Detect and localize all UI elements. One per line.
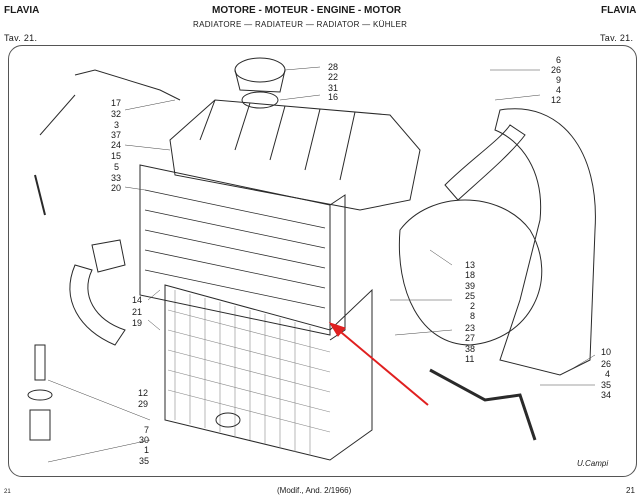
callout-20: 20 — [111, 183, 122, 193]
callout-4-top: 4 — [556, 85, 562, 95]
callout-35-left: 35 — [139, 456, 150, 466]
callout-38: 38 — [465, 344, 476, 354]
filler-cap — [234, 57, 286, 83]
callout-15: 15 — [111, 151, 122, 161]
callout-35-right: 35 — [601, 380, 612, 390]
callout-31: 31 — [328, 83, 339, 93]
radiator-core — [164, 284, 373, 461]
drain-linkage — [74, 69, 181, 101]
callout-16: 16 — [328, 92, 339, 102]
table-number-right: Tav. 21. — [600, 33, 634, 43]
callout-10: 10 — [601, 347, 612, 357]
fan — [398, 199, 543, 346]
callout-1: 1 — [144, 445, 150, 455]
brand-left: FLAVIA — [4, 5, 40, 16]
front-grille — [139, 164, 331, 336]
callout-11: 11 — [465, 354, 475, 364]
drawing-frame — [8, 45, 637, 477]
callout-30: 30 — [139, 435, 150, 445]
signature: U.Campi — [577, 459, 609, 468]
mount-bracket — [34, 344, 46, 381]
callout-4-bottom: 4 — [605, 369, 611, 379]
callout-32: 32 — [111, 109, 122, 119]
callout-12-left: 12 — [138, 388, 149, 398]
callout-13: 13 — [465, 260, 476, 270]
callout-28: 28 — [328, 62, 339, 72]
upper-hose — [444, 124, 526, 201]
callout-2: 2 — [470, 301, 476, 311]
callout-37: 37 — [111, 130, 122, 140]
lower-hose — [69, 264, 126, 346]
callout-6: 6 — [556, 55, 562, 65]
callout-8: 8 — [470, 311, 476, 321]
callout-7: 7 — [144, 425, 150, 435]
callout-12-right: 12 — [551, 95, 562, 105]
callout-5: 5 — [114, 162, 120, 172]
callout-21: 21 — [132, 307, 143, 317]
corner-number: 21 — [4, 489, 11, 495]
overflow-pipe — [429, 368, 537, 441]
callout-33: 33 — [111, 173, 122, 183]
page-number: 21 — [626, 486, 635, 495]
callout-26-bottom: 26 — [601, 359, 612, 369]
top-tank — [169, 99, 421, 211]
callout-24: 24 — [111, 140, 122, 150]
page-title: MOTORE - MOTEUR - ENGINE - MOTOR — [212, 5, 402, 16]
callout-18: 18 — [465, 270, 476, 280]
red-arrow — [335, 327, 429, 406]
callout-27: 27 — [465, 333, 476, 343]
callout-23: 23 — [465, 323, 476, 333]
callout-14: 14 — [132, 295, 143, 305]
callout-26-top: 26 — [551, 65, 562, 75]
callout-17: 17 — [111, 98, 122, 108]
callout-25: 25 — [465, 291, 476, 301]
modification-note: (Modif., And. 2/1966) — [277, 486, 352, 495]
callout-22: 22 — [328, 72, 339, 82]
callout-29: 29 — [138, 399, 149, 409]
callout-34: 34 — [601, 390, 612, 400]
callout-9: 9 — [556, 75, 562, 85]
fan-shroud — [494, 108, 596, 376]
callout-3: 3 — [114, 120, 120, 130]
callout-39: 39 — [465, 281, 476, 291]
table-number-left: Tav. 21. — [4, 33, 38, 43]
callout-19: 19 — [132, 318, 143, 328]
page-subtitle: RADIATORE — RADIATEUR — RADIATOR — KÜHLE… — [193, 20, 408, 29]
brand-right: FLAVIA — [601, 5, 637, 16]
